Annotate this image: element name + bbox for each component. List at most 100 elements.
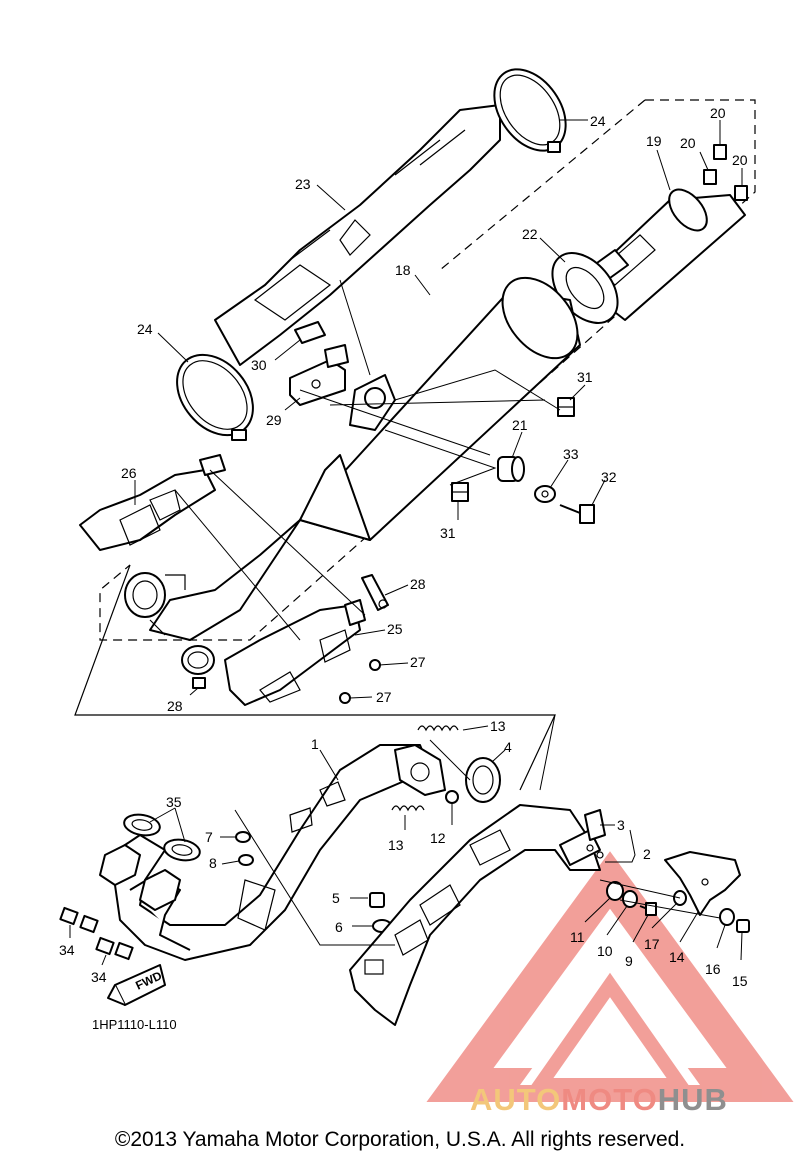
collar-10 xyxy=(622,890,638,908)
bracket-29 xyxy=(289,344,349,406)
callout-28-upper: 28 xyxy=(410,576,426,592)
callout-30: 30 xyxy=(251,357,267,373)
damper-30 xyxy=(294,321,326,344)
washer-33 xyxy=(534,485,556,503)
nut-34-b xyxy=(79,914,99,934)
damper-7 xyxy=(235,831,251,843)
pipe-socket-left xyxy=(99,844,141,886)
assembly-outline-muffler xyxy=(99,99,756,641)
callout-28-lower: 28 xyxy=(167,698,183,714)
callout-9: 9 xyxy=(625,953,633,969)
callout-11: 11 xyxy=(570,929,585,945)
bolt-20-c xyxy=(734,185,748,201)
nut-34-d xyxy=(114,941,134,961)
bolt-31-lower xyxy=(451,482,469,502)
callout-3: 3 xyxy=(617,817,625,833)
callout-19: 19 xyxy=(646,133,662,149)
assembly-dashed-leaders-lower xyxy=(234,714,721,946)
watermark-hub: HUB xyxy=(657,1082,728,1117)
clamp-band-24-left xyxy=(176,353,254,441)
callout-20-b: 20 xyxy=(680,135,696,151)
bolt-20-b xyxy=(703,169,717,185)
muffler-18 xyxy=(124,276,581,641)
callout-14: 14 xyxy=(669,949,685,965)
callout-35: 35 xyxy=(166,794,182,810)
callout-17: 17 xyxy=(644,936,660,952)
callout-23: 23 xyxy=(295,176,311,192)
exhaust-gasket-35-b xyxy=(163,838,201,862)
callout-34-b: 34 xyxy=(91,969,107,985)
nut-34-c xyxy=(95,936,115,956)
pipe-socket-right xyxy=(139,869,181,911)
callout-4: 4 xyxy=(504,739,512,755)
spring-13-lower xyxy=(391,805,425,812)
bolt-9 xyxy=(639,902,657,916)
callout-24-top: 24 xyxy=(590,113,606,129)
callout-24-left: 24 xyxy=(137,321,153,337)
bolt-32 xyxy=(559,504,595,524)
clamp-band-24-top xyxy=(493,68,567,153)
copyright-notice: ©2013 Yamaha Motor Corporation, U.S.A. A… xyxy=(114,1128,686,1151)
callout-13-upper: 13 xyxy=(490,718,506,734)
pipe-protector-lower xyxy=(349,804,601,1026)
muffler-mount-bracket xyxy=(349,374,396,431)
callout-20-a: 20 xyxy=(710,105,726,121)
protector-14 xyxy=(664,851,741,916)
assembly-dashed-leaders-upper xyxy=(174,369,561,641)
bolt-15 xyxy=(736,919,750,933)
automotohub-watermark-logo xyxy=(426,851,794,1102)
callout-32: 32 xyxy=(601,469,617,485)
callout-12: 12 xyxy=(430,830,446,846)
assembly-outline-pipe-group xyxy=(74,564,556,791)
callout-20-c: 20 xyxy=(732,152,748,168)
automotohub-watermark-text: AUTOMOTOHUB xyxy=(470,1082,800,1118)
callout-13-lower: 13 xyxy=(388,837,404,853)
callout-31-lower: 31 xyxy=(440,525,456,541)
protector-25 xyxy=(224,599,366,706)
spring-13-upper xyxy=(417,725,459,732)
callout-5: 5 xyxy=(332,890,340,906)
callout-1: 1 xyxy=(311,736,319,752)
callout-10: 10 xyxy=(597,943,613,959)
fwd-arrow: FWD xyxy=(107,964,166,1006)
screw-27-upper xyxy=(369,659,381,671)
callout-22: 22 xyxy=(522,226,538,242)
callout-27-lower: 27 xyxy=(376,689,392,705)
callout-15: 15 xyxy=(732,973,748,989)
heat-shield-23 xyxy=(214,104,501,366)
callout-29: 29 xyxy=(266,412,282,428)
screw-27-lower xyxy=(339,692,351,704)
callout-21: 21 xyxy=(512,417,528,433)
callout-33: 33 xyxy=(563,446,579,462)
callout-8: 8 xyxy=(209,855,217,871)
callouts: 24 20 20 20 19 23 22 18 24 30 29 31 xyxy=(59,105,748,989)
callout-16: 16 xyxy=(705,961,721,977)
nut-34-a xyxy=(59,906,79,926)
bracket-2 xyxy=(559,809,606,866)
exhaust-gasket-35-a xyxy=(123,813,161,837)
bolt-20-a xyxy=(713,144,727,160)
clamp-28-lower xyxy=(181,645,215,689)
part-code-label: 1HP1110-L110 xyxy=(92,1017,177,1032)
callout-26: 26 xyxy=(121,465,137,481)
washer-16 xyxy=(719,908,735,926)
callout-27-upper: 27 xyxy=(410,654,426,670)
bolt-5 xyxy=(369,892,385,908)
callout-34-a: 34 xyxy=(59,942,75,958)
callout-6: 6 xyxy=(335,919,343,935)
watermark-auto: AUTO xyxy=(470,1082,562,1117)
collar-21 xyxy=(497,456,525,482)
callout-25: 25 xyxy=(387,621,403,637)
clamp-28-upper xyxy=(361,574,389,611)
tail-pipe-19 xyxy=(579,188,746,321)
callout-18: 18 xyxy=(395,262,411,278)
protector-26 xyxy=(79,454,226,551)
bolt-31-right xyxy=(557,397,575,417)
gasket-4 xyxy=(465,757,501,803)
washer-8 xyxy=(238,854,254,866)
callout-7: 7 xyxy=(205,829,213,845)
bracket-3 xyxy=(586,844,604,859)
callout-2: 2 xyxy=(643,846,651,862)
watermark-moto: MOTO xyxy=(561,1082,658,1117)
